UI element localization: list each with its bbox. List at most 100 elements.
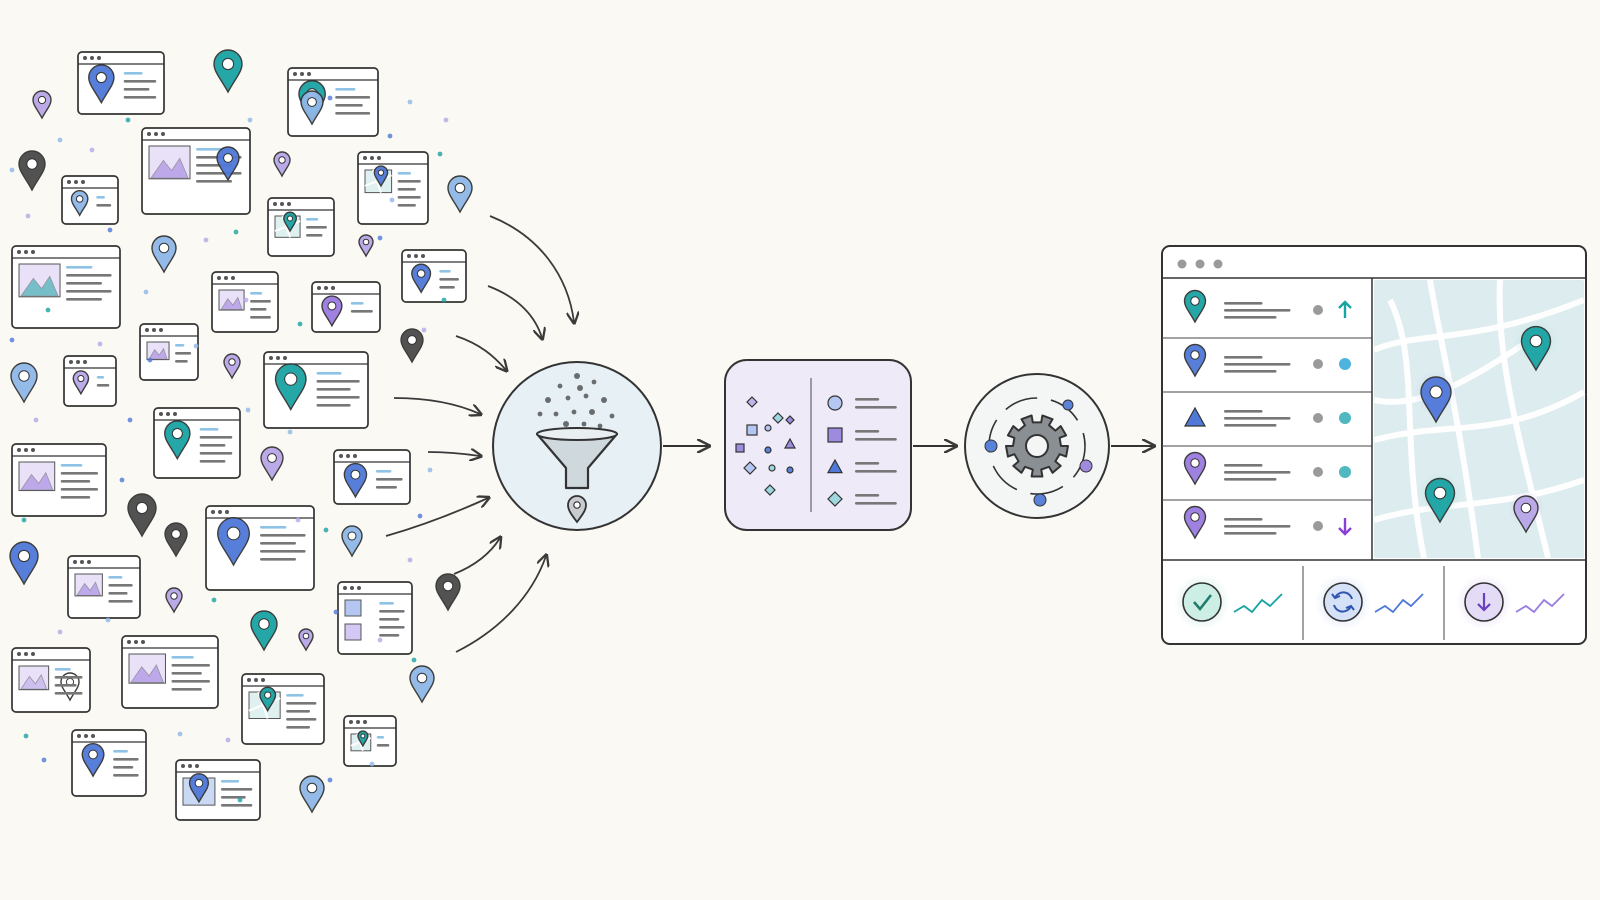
location-pin-icon	[341, 525, 363, 558]
source-page-card	[67, 555, 141, 619]
source-page-card	[77, 51, 165, 115]
scatter-dot	[247, 117, 253, 123]
scatter-dot	[237, 797, 243, 803]
row-status-dot	[1313, 467, 1323, 477]
refresh-circle-icon	[1323, 582, 1363, 622]
unsorted-circle-icon	[768, 464, 776, 472]
source-page-card	[141, 127, 251, 215]
source-page-card	[241, 673, 325, 745]
sorted-triangle-icon	[826, 458, 844, 474]
location-list-row[interactable]	[1162, 337, 1372, 378]
location-pin-icon	[409, 665, 435, 704]
source-page-card	[153, 407, 241, 479]
scatter-dot	[427, 467, 433, 473]
location-pin-icon	[9, 541, 39, 586]
scatter-dot	[333, 609, 339, 615]
check-circle-icon	[1182, 582, 1222, 622]
location-pin-icon	[321, 295, 343, 328]
gear-icon	[1005, 414, 1069, 478]
sparkline	[1233, 593, 1283, 614]
map-road	[1372, 297, 1586, 353]
unsorted-diamond-icon	[764, 484, 776, 496]
location-pin-icon	[216, 146, 240, 182]
scatter-dot	[23, 733, 29, 739]
unsorted-square-icon	[735, 443, 745, 453]
location-pin-icon	[32, 90, 52, 120]
status-tiles	[1174, 566, 1565, 640]
unsorted-square-icon	[746, 424, 758, 436]
row-pin-icon	[1183, 505, 1207, 540]
location-pin-icon	[18, 150, 46, 192]
location-list-row[interactable]	[1162, 445, 1372, 486]
status-indicator	[1339, 466, 1351, 478]
scatter-dot	[41, 757, 47, 763]
row-status-dot	[1313, 359, 1323, 369]
location-list	[1162, 278, 1373, 560]
funnel-icon	[535, 427, 619, 490]
scatter-dot	[377, 235, 383, 241]
scatter-dot	[327, 95, 333, 101]
source-page-card	[71, 729, 147, 797]
location-pin-icon	[435, 573, 461, 612]
input-arrow	[393, 397, 480, 414]
unsorted-diamond-icon	[772, 412, 784, 424]
trend-up-icon	[1338, 300, 1352, 318]
status-tile[interactable]	[1174, 574, 1283, 630]
source-page-card	[175, 759, 261, 821]
location-pin-icon	[373, 165, 389, 188]
scatter-dot	[421, 327, 427, 333]
location-pin-icon	[283, 211, 298, 233]
particle-dots	[537, 373, 615, 429]
source-page-card	[263, 351, 369, 429]
scatter-dot	[327, 777, 333, 783]
row-pin-icon	[1183, 451, 1207, 486]
scatter-dot	[125, 117, 131, 123]
unsorted-circle-icon	[786, 466, 794, 474]
input-arrow	[385, 498, 488, 537]
scatter-dot	[233, 229, 239, 235]
converging-arrows	[385, 215, 574, 653]
scatter-dot	[9, 167, 15, 173]
scatter-dot	[21, 517, 27, 523]
location-list-row[interactable]	[1183, 289, 1352, 324]
scatter-dot	[45, 307, 51, 313]
location-pin-icon	[72, 370, 90, 396]
location-pin-icon	[447, 175, 473, 214]
location-list-row[interactable]	[1162, 499, 1372, 540]
source-page-card	[337, 581, 413, 655]
location-pin-icon	[10, 362, 38, 404]
classify-stage	[724, 359, 912, 531]
unsorted-diamond-icon	[743, 461, 757, 475]
location-pin-icon	[165, 587, 183, 614]
scatter-dot	[193, 343, 199, 349]
scatter-dot	[417, 513, 423, 519]
scatter-dot	[25, 213, 31, 219]
sorted-circle-icon	[827, 395, 843, 411]
location-pin-icon	[188, 773, 210, 804]
location-pin-icon	[217, 517, 251, 567]
location-pin-icon	[357, 730, 369, 748]
source-page-card	[357, 151, 429, 225]
location-list-row[interactable]	[1162, 391, 1372, 427]
location-pin-icon	[400, 328, 424, 364]
status-tile[interactable]	[1302, 566, 1424, 640]
status-tile[interactable]	[1443, 566, 1565, 640]
scatter-dot	[411, 657, 417, 663]
download-circle-icon	[1464, 582, 1504, 622]
unsorted-diamond-icon	[785, 415, 795, 425]
location-pin-icon	[343, 462, 368, 499]
scatter-dot	[437, 151, 443, 157]
location-pin-icon	[411, 263, 432, 294]
output-pin-icon	[567, 495, 587, 524]
scatter-dot	[225, 737, 231, 743]
scatter-dot	[407, 557, 413, 563]
scatter-dot	[287, 429, 293, 435]
source-page-card	[267, 197, 335, 257]
unsorted-triangle-icon	[783, 437, 797, 449]
scatter-dot	[369, 761, 375, 767]
scatter-dot	[89, 147, 95, 153]
scatter-dot	[211, 597, 217, 603]
row-pin-icon	[1183, 343, 1207, 378]
scatter-dot	[243, 297, 249, 303]
row-status-dot	[1313, 521, 1323, 531]
